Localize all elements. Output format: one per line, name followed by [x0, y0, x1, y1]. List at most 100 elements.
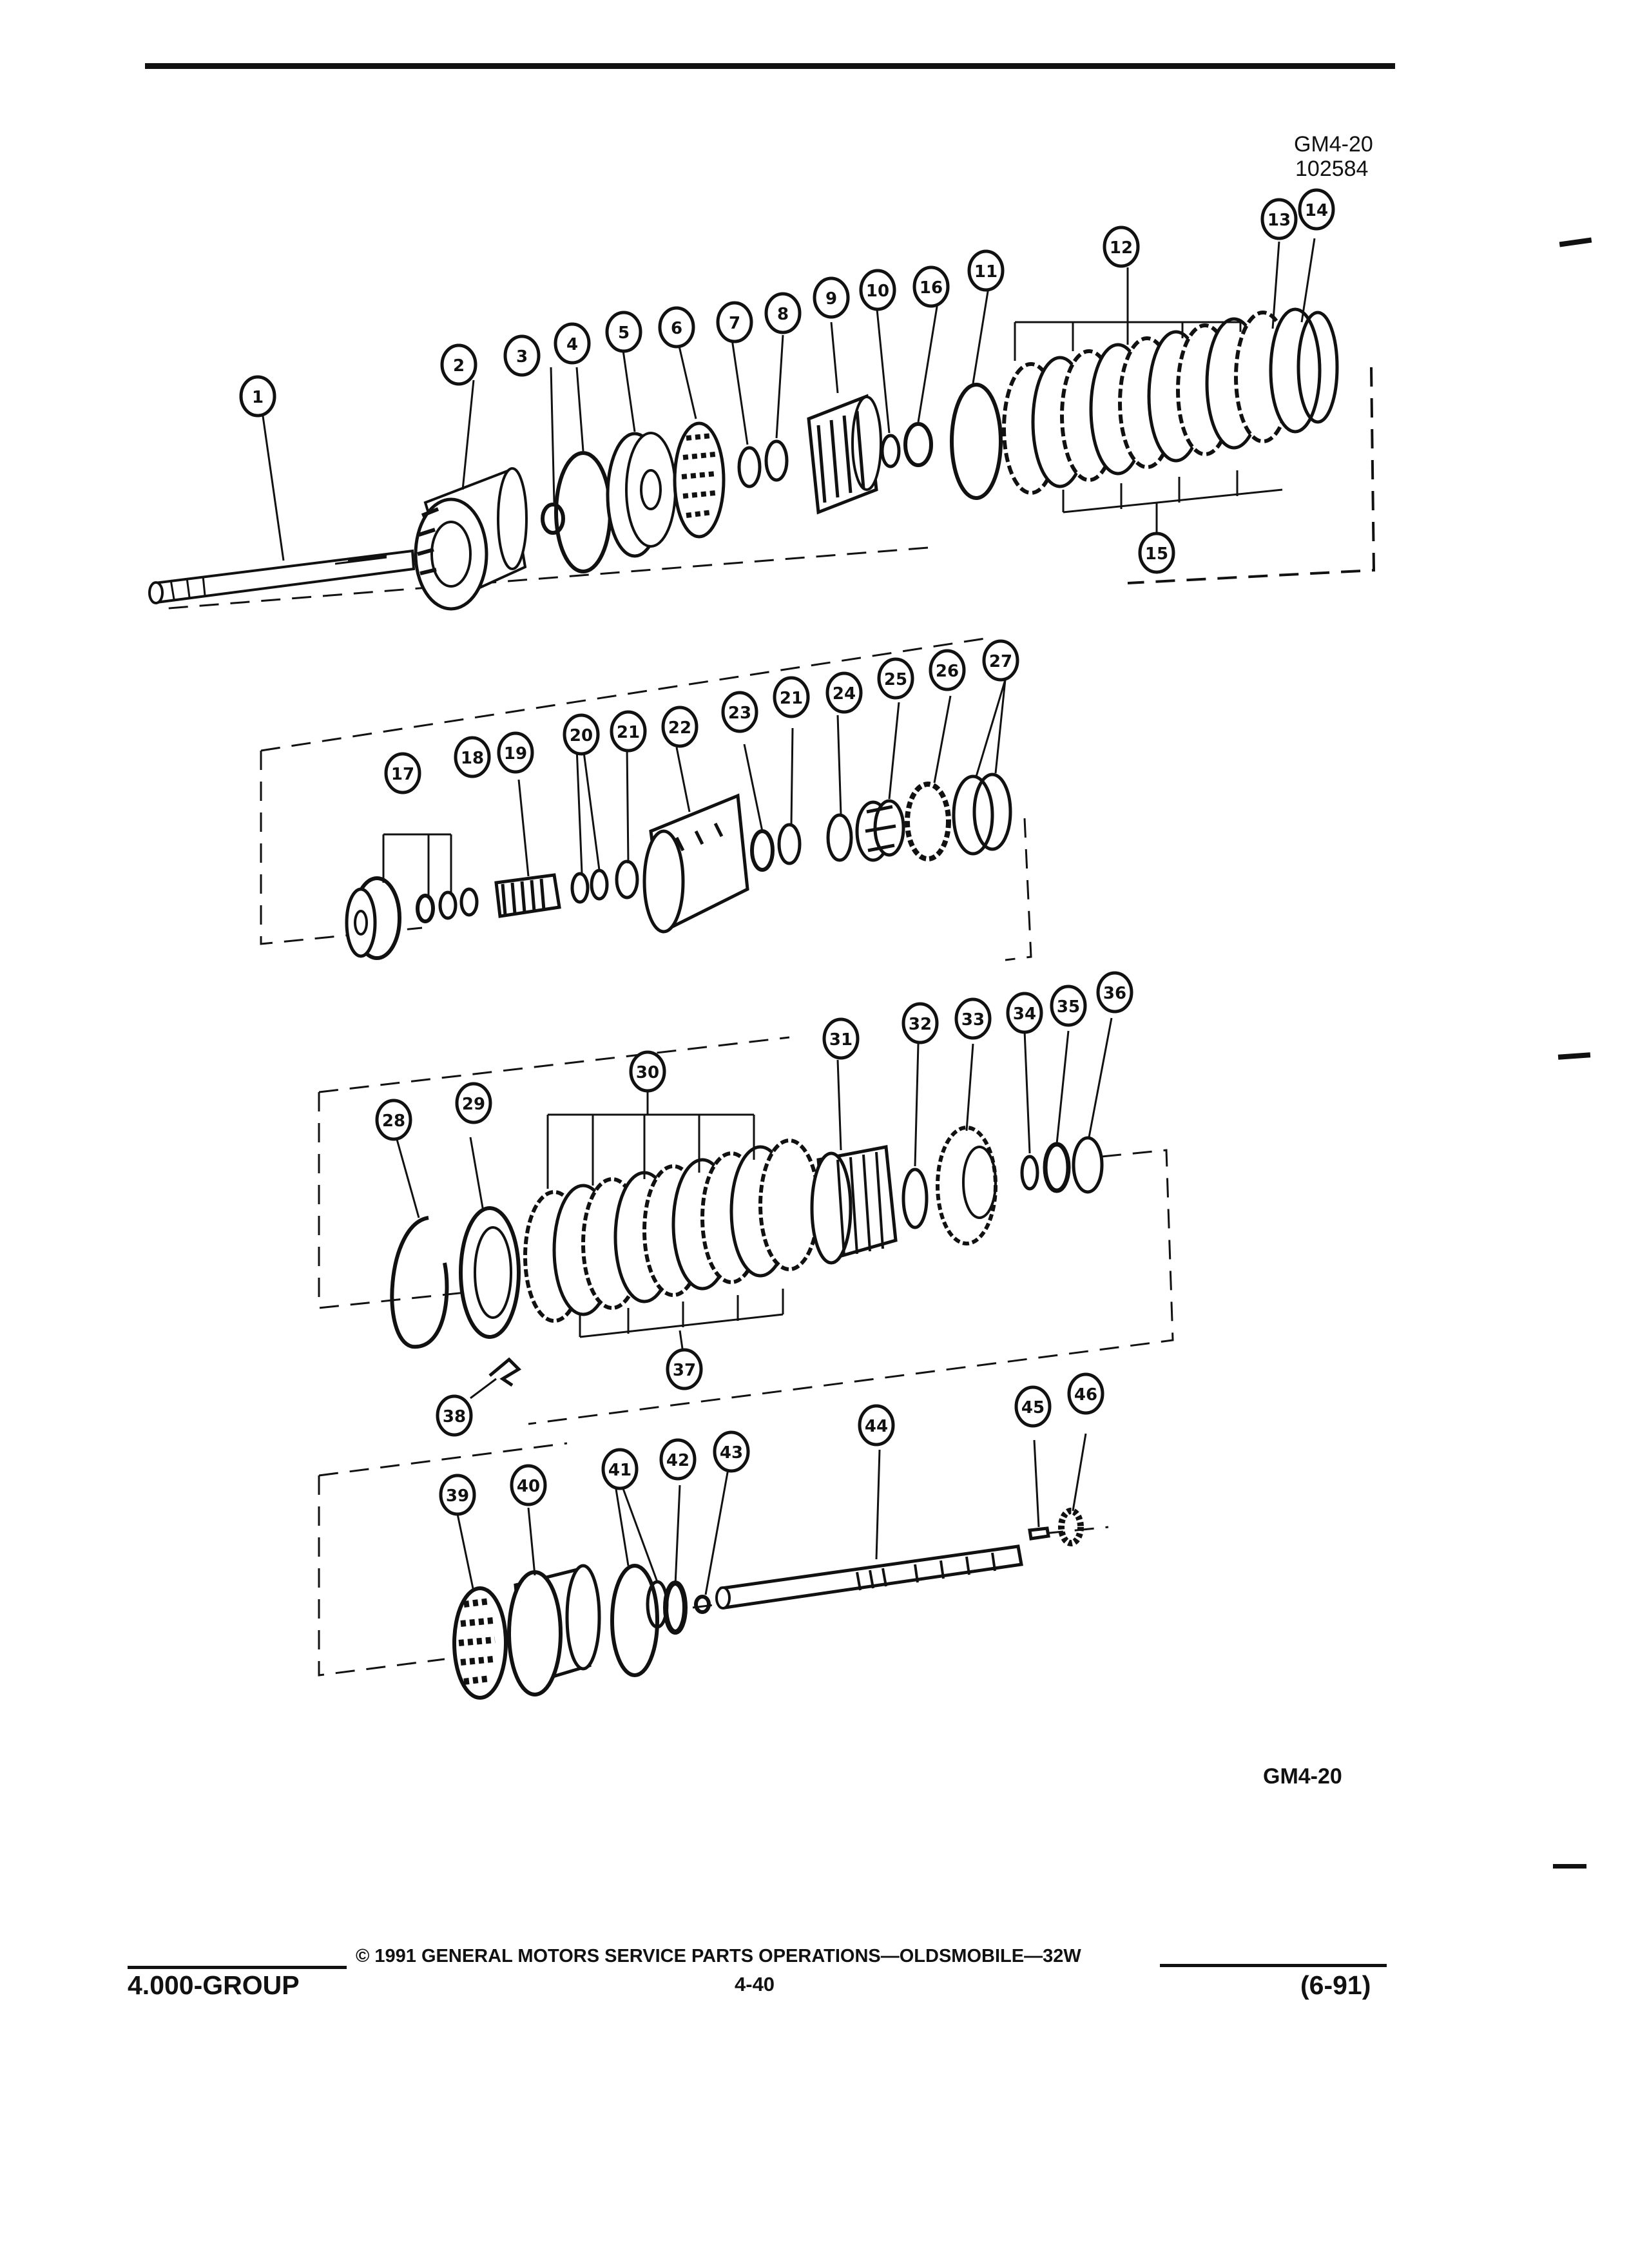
callout-circle: [239, 375, 276, 418]
clutch-drum-31: [810, 1145, 898, 1265]
callout-number: 31: [829, 1030, 853, 1050]
callout-circle: [503, 334, 541, 377]
callout-number: 9: [825, 289, 837, 309]
callout-circle: [375, 1099, 412, 1141]
callout-number: 4: [566, 335, 578, 354]
gear-46: [1058, 1508, 1084, 1546]
reaction-housing-40: [507, 1564, 601, 1696]
thrust-plate-32: [901, 1168, 929, 1229]
ring-gear-26: [905, 782, 951, 861]
washer-34: [1020, 1155, 1039, 1191]
callout-circle: [605, 311, 642, 353]
callout-circle: [764, 292, 802, 334]
callout-number: 26: [936, 662, 959, 681]
callout-circle: [967, 249, 1005, 292]
clutch-plate-stack-lower: [523, 1139, 820, 1323]
callout-circle: [912, 265, 950, 308]
callout-circle: [825, 671, 863, 714]
callout-number: 16: [920, 278, 943, 298]
callout-number: 3: [516, 347, 528, 367]
callout-number: 21: [780, 689, 803, 708]
ring-21: [615, 860, 639, 899]
washer-18b: [438, 890, 458, 920]
callout-number: 29: [462, 1095, 485, 1114]
callout-number: 10: [866, 282, 889, 301]
callout-circle: [929, 649, 966, 691]
callout-circle: [554, 322, 591, 365]
washer-10: [880, 434, 901, 468]
callout-circle: [1014, 1385, 1052, 1428]
callout-number: 36: [1103, 984, 1126, 1003]
callout-circle: [954, 997, 992, 1040]
callout-circle: [497, 731, 534, 774]
callout-circle: [436, 1394, 473, 1437]
callout-number: 14: [1305, 201, 1328, 220]
callout-circle: [721, 691, 758, 733]
callout-circles: [239, 188, 1335, 1516]
callout-circle: [901, 1002, 939, 1044]
ring-27b: [972, 773, 1012, 851]
gear-25: [855, 799, 905, 862]
snap-ring-28: [390, 1216, 449, 1349]
callout-circle: [813, 276, 850, 319]
callout-number: 7: [729, 314, 740, 333]
callout-number: 32: [909, 1015, 932, 1034]
callout-circle: [454, 736, 491, 778]
callout-circle: [1260, 198, 1298, 240]
washer-18a: [416, 894, 435, 923]
washer-20b: [590, 869, 609, 901]
callout-number: 8: [777, 305, 789, 324]
thrust-bearing-3: [541, 503, 565, 535]
top-rule: [145, 63, 1395, 69]
clutch-plate-stack: [1002, 307, 1339, 495]
callout-number: 27: [989, 652, 1012, 671]
bearing-23: [750, 829, 775, 872]
washer-18c: [459, 887, 479, 917]
bolt-45: [1028, 1526, 1050, 1541]
callout-number: 17: [391, 765, 414, 784]
callout-circle: [1067, 1372, 1104, 1415]
bushing-43: [694, 1595, 711, 1614]
callout-circle: [610, 710, 647, 753]
callout-number: 46: [1074, 1385, 1097, 1405]
callout-circle: [659, 1438, 697, 1481]
footer-rule-left: [128, 1966, 347, 1969]
callout-number: 39: [446, 1486, 469, 1506]
backing-plate-29: [459, 1206, 521, 1339]
seal-ring-4: [554, 451, 612, 573]
callout-circle: [716, 301, 753, 343]
callout-circle: [510, 1464, 547, 1506]
callout-number: 28: [382, 1111, 405, 1131]
callout-circle: [440, 343, 477, 386]
callout-circle: [658, 306, 695, 349]
spring-clip-38: [488, 1357, 522, 1387]
callout-number: 20: [570, 726, 593, 745]
callout-circle: [877, 657, 914, 700]
callout-number: 45: [1021, 1398, 1045, 1418]
figure-code-top: GM4-20: [1294, 132, 1373, 157]
callout-circle: [1050, 985, 1087, 1027]
callout-circle: [1298, 188, 1335, 231]
callout-number: 5: [618, 323, 630, 343]
callout-number: 12: [1110, 238, 1133, 258]
ring-21b: [777, 823, 802, 865]
footer-group: 4.000-GROUP: [128, 1970, 300, 2000]
callout-number: 40: [517, 1477, 540, 1496]
callout-circle: [822, 1017, 860, 1060]
sun-gear-19: [494, 873, 561, 918]
callout-number: 21: [617, 723, 640, 742]
callout-circle: [1006, 992, 1043, 1034]
snap-ring-11: [950, 383, 1003, 500]
callout-circle: [982, 639, 1019, 682]
forward-clutch-housing: [414, 467, 528, 611]
callout-number: 13: [1268, 211, 1291, 230]
planet-carrier-17: [345, 876, 401, 960]
callout-circle: [1096, 971, 1133, 1014]
clutch-hub-9: [807, 394, 882, 515]
figure-code-bottom: GM4-20: [1263, 1764, 1342, 1789]
spring-assembly-6: [673, 421, 726, 539]
callout-number: 1: [252, 388, 264, 407]
input-shell-22: [642, 793, 749, 934]
callout-circle: [773, 676, 810, 718]
callout-number: 44: [865, 1417, 888, 1436]
